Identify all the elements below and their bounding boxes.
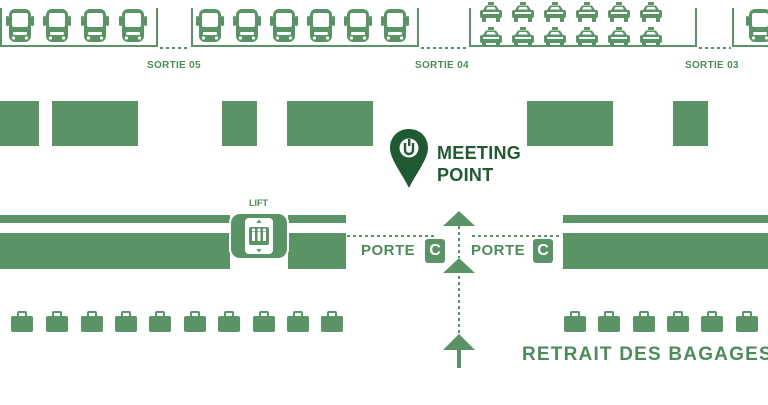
bus-icon <box>43 9 71 42</box>
taxi-icon <box>480 2 502 22</box>
bus-icon <box>233 9 261 42</box>
luggage-icon <box>286 311 310 333</box>
luggage-icon <box>10 311 34 333</box>
bus-parking-area <box>0 8 419 47</box>
taxi-icon <box>480 27 502 47</box>
arrow-up-icon <box>443 258 475 273</box>
baggage-claim-label: RETRAIT DES BAGAGES <box>522 344 768 365</box>
door-letter-right: C <box>537 242 549 259</box>
bus-icon <box>6 9 34 42</box>
taxi-parking-area <box>469 8 768 47</box>
arrow-up-icon <box>443 334 475 350</box>
taxi-icon <box>608 27 630 47</box>
exit-label-04: SORTIE 04 <box>415 60 469 71</box>
corridor-paths <box>347 226 562 336</box>
bus-icon <box>119 9 147 42</box>
arrow-up-icon <box>443 211 475 226</box>
bus-icon <box>746 9 768 42</box>
exit-label-05: SORTIE 05 <box>147 60 201 71</box>
left-wall <box>0 215 346 269</box>
luggage-icon <box>563 311 587 333</box>
luggage-icon <box>320 311 344 333</box>
luggage-icon <box>114 311 138 333</box>
bus-icon <box>381 9 409 42</box>
meeting-point-label: MEETING POINT <box>437 142 521 186</box>
luggage-icon <box>148 311 172 333</box>
taxi-icons <box>480 2 662 47</box>
bus-icon <box>344 9 372 42</box>
meeting-point-line1: MEETING <box>437 143 522 163</box>
building-blocks <box>0 101 708 146</box>
taxi-icon <box>512 2 534 22</box>
map-pin-icon <box>390 129 428 188</box>
luggage-icon <box>632 311 656 333</box>
elevator-icon <box>229 212 289 260</box>
exit-label-03: SORTIE 03 <box>685 60 739 71</box>
door-label-right: PORTE <box>471 242 526 259</box>
taxi-icon <box>640 27 662 47</box>
taxi-icon <box>608 2 630 22</box>
bus-icon <box>81 9 109 42</box>
luggage-icon <box>666 311 690 333</box>
right-wall <box>563 215 768 269</box>
luggage-icon <box>217 311 241 333</box>
direction-arrows <box>443 211 475 368</box>
arrow-stem <box>457 350 461 368</box>
taxi-icon <box>640 2 662 22</box>
door-badges <box>425 239 553 263</box>
luggage-icon <box>700 311 724 333</box>
door-letter-left: C <box>429 242 441 259</box>
taxi-icon <box>512 27 534 47</box>
taxi-icon <box>544 27 566 47</box>
luggage-icon <box>252 311 276 333</box>
luggage-icon <box>597 311 621 333</box>
luggage-icon <box>80 311 104 333</box>
bus-icon <box>196 9 224 42</box>
luggage-icon <box>183 311 207 333</box>
meeting-point-line2: POINT <box>437 165 494 185</box>
lift-label: LIFT <box>249 198 268 208</box>
luggage-icons <box>10 311 759 333</box>
bus-icon <box>307 9 335 42</box>
bus-icon <box>270 9 298 42</box>
luggage-icon <box>45 311 69 333</box>
taxi-icon <box>576 27 598 47</box>
luggage-icon <box>735 311 759 333</box>
taxi-icon <box>544 2 566 22</box>
taxi-icon <box>576 2 598 22</box>
door-label-left: PORTE <box>361 242 416 259</box>
